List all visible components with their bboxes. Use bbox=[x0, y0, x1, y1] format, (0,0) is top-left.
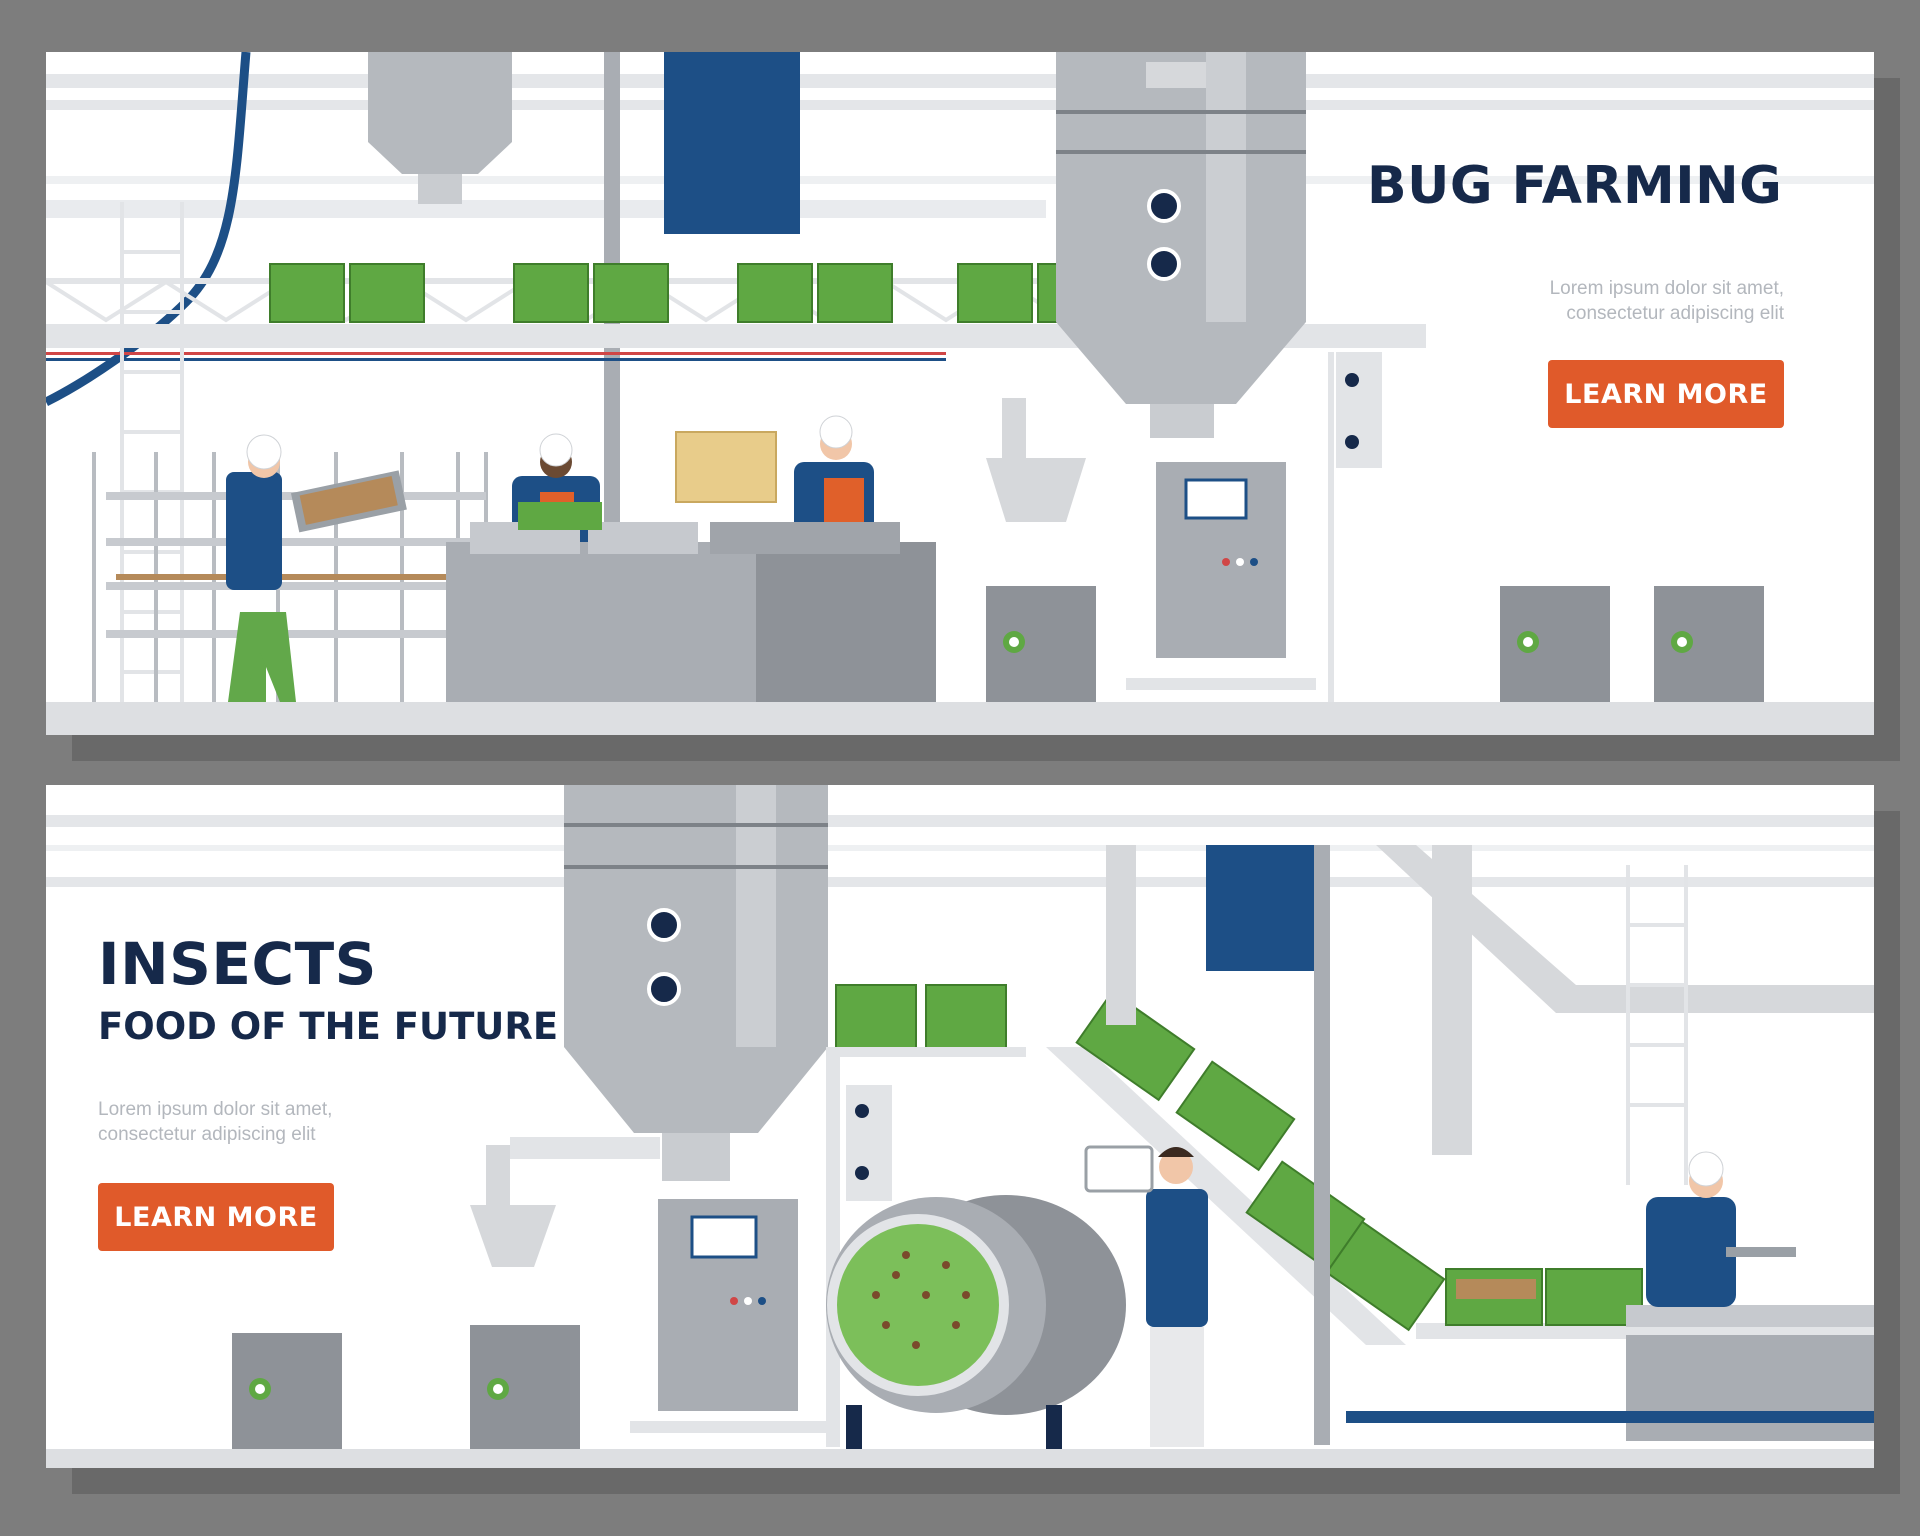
banner-description: Lorem ipsum dolor sit amet, consectetur … bbox=[98, 1097, 332, 1147]
factory-illustration bbox=[46, 52, 1874, 735]
description-line: consectetur adipiscing elit bbox=[98, 1124, 316, 1145]
description-line: Lorem ipsum dolor sit amet, bbox=[1549, 278, 1784, 299]
description-line: Lorem ipsum dolor sit amet, bbox=[98, 1099, 333, 1120]
banner-subtitle: FOOD OF THE FUTURE bbox=[98, 1005, 559, 1048]
learn-more-button[interactable]: LEARN MORE bbox=[1548, 360, 1784, 428]
insects-food-banner: INSECTS FOOD OF THE FUTURE Lorem ipsum d… bbox=[46, 785, 1900, 1494]
factory-illustration bbox=[46, 785, 1874, 1468]
learn-more-button[interactable]: LEARN MORE bbox=[98, 1183, 334, 1251]
bug-farming-banner-card: BUG FARMING Lorem ipsum dolor sit amet, … bbox=[46, 52, 1874, 735]
banner-title: INSECTS bbox=[98, 930, 377, 998]
banner-description: Lorem ipsum dolor sit amet, consectetur … bbox=[1550, 276, 1784, 326]
banner-title: BUG FARMING bbox=[1367, 156, 1783, 216]
bug-farming-banner: BUG FARMING Lorem ipsum dolor sit amet, … bbox=[46, 52, 1900, 761]
description-line: consectetur adipiscing elit bbox=[1566, 303, 1784, 324]
insects-food-banner-card: INSECTS FOOD OF THE FUTURE Lorem ipsum d… bbox=[46, 785, 1874, 1468]
